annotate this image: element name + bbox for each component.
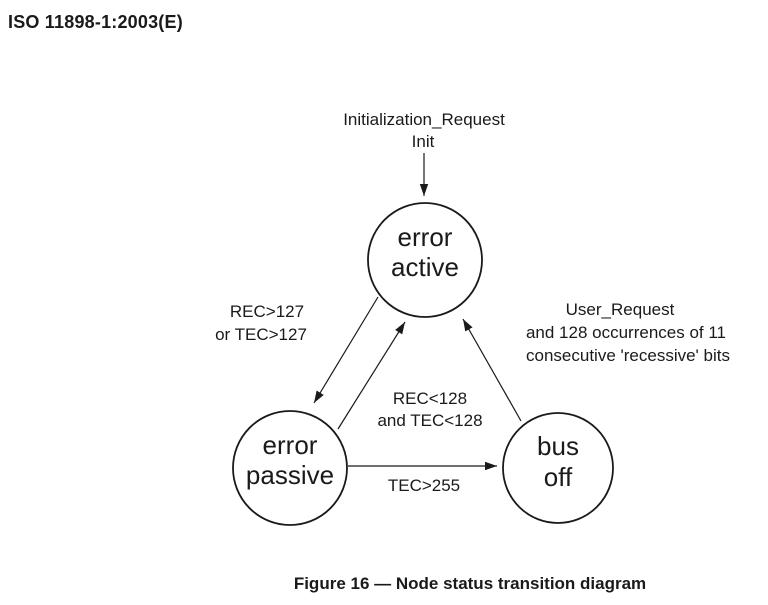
state-label-error-passive-line2: passive [246, 460, 334, 490]
state-label-bus-off-line1: bus [537, 431, 579, 461]
state-label-error-passive-line1: error [263, 430, 318, 460]
state-label-error-active-line2: active [391, 252, 459, 282]
label-busoff-to-active-line1: User_Request [566, 300, 675, 319]
label-init-request-line2: Init [412, 132, 435, 151]
label-active-to-passive-line1: REC>127 [230, 302, 304, 321]
arrow-error-active-to-error-passive [313, 296, 379, 404]
label-busoff-to-active-line3: consecutive 'recessive' bits [526, 346, 730, 365]
state-label-error-active-line1: error [398, 222, 453, 252]
state-circle-bus-off [502, 412, 614, 524]
label-busoff-to-active-line2: and 128 occurrences of 11 [526, 323, 726, 342]
label-passive-to-active-line2: and TEC<128 [377, 411, 482, 430]
arrow-bus-off-to-error-active [462, 318, 522, 422]
label-passive-to-busoff: TEC>255 [388, 476, 460, 495]
state-label-bus-off-line2: off [544, 462, 573, 492]
label-active-to-passive-line2: or TEC>127 [215, 325, 307, 344]
label-init-request-line1: Initialization_Request [343, 110, 505, 129]
figure-caption: Figure 16 — Node status transition diagr… [293, 574, 647, 593]
arrow-error-passive-to-error-active [337, 321, 406, 430]
standard-header-title: ISO 11898-1:2003(E) [8, 12, 183, 32]
state-circle-error-active [367, 202, 483, 318]
state-circle-error-passive [232, 410, 348, 526]
label-passive-to-active-line1: REC<128 [393, 389, 467, 408]
